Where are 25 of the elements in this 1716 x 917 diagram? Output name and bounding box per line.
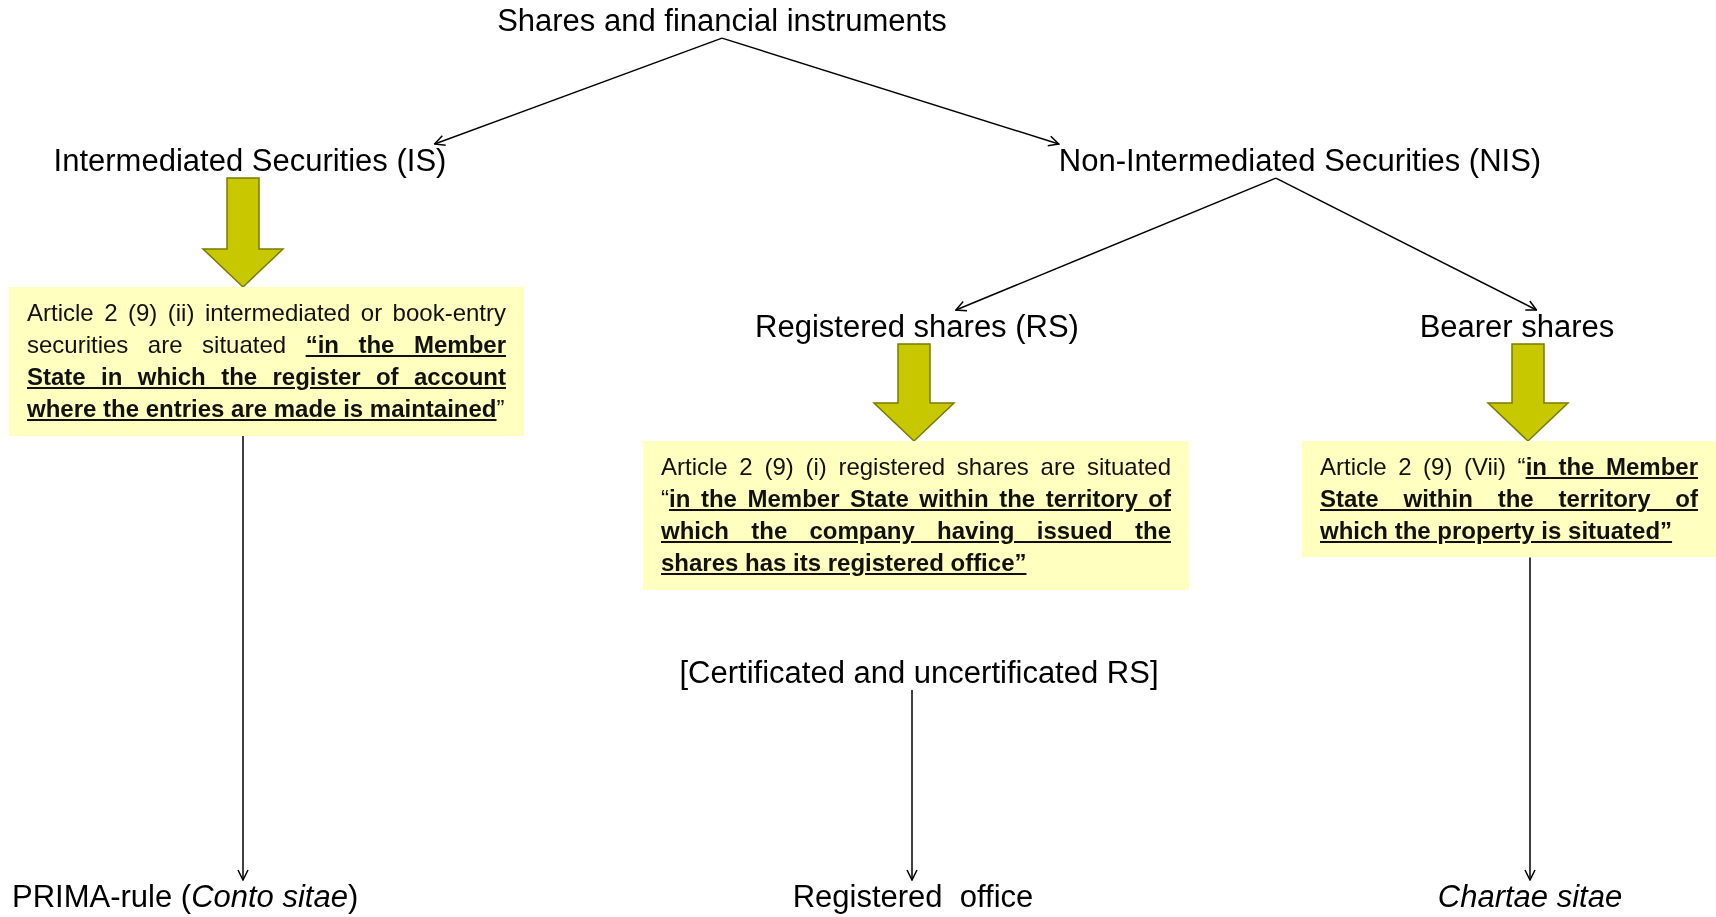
block-arrow — [1486, 343, 1570, 443]
arrow — [1524, 556, 1536, 881]
note-box — [643, 441, 1189, 590]
node-label: Bearer shares — [1419, 310, 1615, 345]
article-text: Article 2 (9) (ii) intermediated or book-entry securities are situated “in the Member State in which the register of account where the entries are made is maintained” — [27, 298, 506, 425]
node-label: Chartae sitae — [1437, 880, 1623, 915]
note-box — [9, 287, 524, 436]
block-arrow — [201, 177, 285, 289]
arrow — [906, 689, 918, 881]
node-label: [Certificated and uncertificated RS] — [679, 656, 1159, 691]
arrow — [237, 434, 249, 881]
node-label: Registered office — [792, 880, 1034, 915]
article-text: Article 2 (9) (i) registered shares are situated “in the Member State within the territory of which the company having issued the shares has its registered office” — [661, 452, 1171, 579]
block-arrow — [872, 343, 956, 443]
arrow — [1275, 177, 1538, 311]
arrow — [721, 37, 1060, 147]
node-label: Intermediated Securities (IS) — [53, 144, 447, 179]
article-text: Article 2 (9) (Vii) “in the Member State within the territory of which the property is situated” — [1320, 452, 1698, 547]
arrow — [955, 177, 1277, 312]
node-label: Non-Intermediated Securities (NIS) — [1058, 144, 1542, 179]
node-label: PRIMA-rule (Conto sitae) — [12, 880, 359, 915]
node-label: Shares and financial instruments — [497, 4, 947, 39]
node-label: Registered shares (RS) — [755, 310, 1079, 345]
note-box — [1302, 441, 1716, 558]
arrow — [433, 37, 723, 146]
